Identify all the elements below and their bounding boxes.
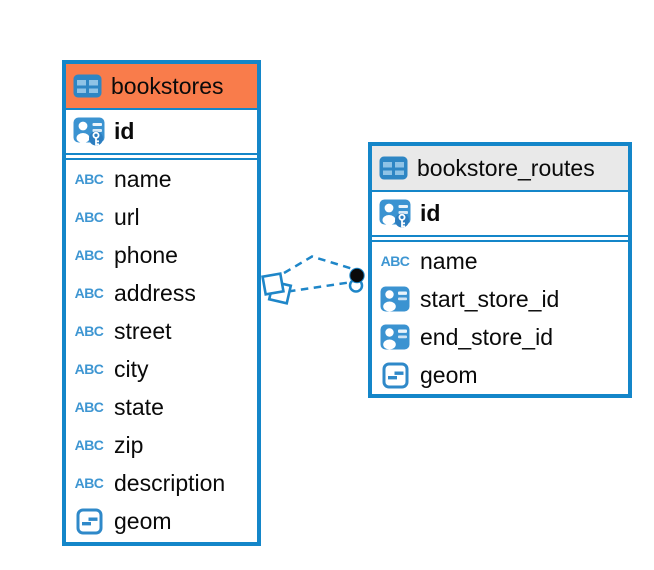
column-row[interactable]: ABC name <box>372 242 628 280</box>
table-bookstore-routes[interactable]: bookstore_routes id <box>368 142 632 398</box>
text-type-icon: ABC <box>74 399 104 415</box>
relationship-line-lower[interactable] <box>287 281 350 293</box>
text-type-icon: ABC <box>74 247 104 263</box>
column-name: phone <box>114 241 178 268</box>
column-name: description <box>114 469 226 496</box>
table-icon <box>73 74 102 98</box>
foreign-key-icon <box>378 286 412 312</box>
text-type-icon: ABC <box>74 475 104 491</box>
text-type-icon: ABC <box>74 171 104 187</box>
table-header-bookstore-routes[interactable]: bookstore_routes <box>372 146 628 192</box>
columns-section: ABC name ABC url ABC phone ABC address A… <box>66 158 257 540</box>
table-title: bookstore_routes <box>417 154 595 181</box>
text-type-icon: ABC <box>380 253 410 269</box>
primary-key-icon <box>378 199 412 229</box>
column-row[interactable]: ABC phone <box>66 236 257 274</box>
column-row[interactable]: start_store_id <box>372 280 628 318</box>
column-name: geom <box>114 507 172 534</box>
text-type-icon: ABC <box>74 285 104 301</box>
column-row[interactable]: geom <box>66 502 257 540</box>
column-name: id <box>114 118 135 144</box>
column-row[interactable]: ABC description <box>66 464 257 502</box>
table-header-bookstores[interactable]: bookstores <box>66 64 257 110</box>
column-row-primary-key[interactable]: id <box>372 192 628 237</box>
column-row[interactable]: ABC city <box>66 350 257 388</box>
column-row[interactable]: ABC street <box>66 312 257 350</box>
foreign-key-icon <box>378 324 412 350</box>
relationship-line-upper[interactable] <box>283 255 354 275</box>
table-bookstores[interactable]: bookstores id ABC <box>62 60 261 546</box>
text-type-icon: ABC <box>74 323 104 339</box>
column-name: state <box>114 393 164 420</box>
geometry-type-icon <box>378 362 412 389</box>
text-type-icon: ABC <box>74 437 104 453</box>
relationship-target-marker[interactable] <box>348 267 365 293</box>
column-row[interactable]: ABC address <box>66 274 257 312</box>
text-type-icon: ABC <box>74 209 104 225</box>
column-name: end_store_id <box>420 323 553 350</box>
primary-key-icon <box>72 117 106 147</box>
column-name: city <box>114 355 149 382</box>
column-row[interactable]: ABC zip <box>66 426 257 464</box>
column-row[interactable]: ABC name <box>66 160 257 198</box>
column-name: geom <box>420 361 478 388</box>
column-row-primary-key[interactable]: id <box>66 110 257 155</box>
column-name: name <box>420 247 478 274</box>
table-title: bookstores <box>111 72 224 99</box>
text-type-icon: ABC <box>74 361 104 377</box>
geometry-type-icon <box>72 508 106 535</box>
column-name: id <box>420 200 441 226</box>
column-name: zip <box>114 431 144 458</box>
column-row[interactable]: ABC url <box>66 198 257 236</box>
table-icon <box>379 156 408 180</box>
column-name: start_store_id <box>420 285 560 312</box>
column-row[interactable]: end_store_id <box>372 318 628 356</box>
column-name: url <box>114 203 140 230</box>
column-name: address <box>114 279 196 306</box>
column-name: street <box>114 317 172 344</box>
relationship-source-marker[interactable] <box>261 272 293 305</box>
column-name: name <box>114 165 172 192</box>
columns-section: ABC name start_store_id <box>372 240 628 394</box>
column-row[interactable]: ABC state <box>66 388 257 426</box>
column-row[interactable]: geom <box>372 356 628 394</box>
